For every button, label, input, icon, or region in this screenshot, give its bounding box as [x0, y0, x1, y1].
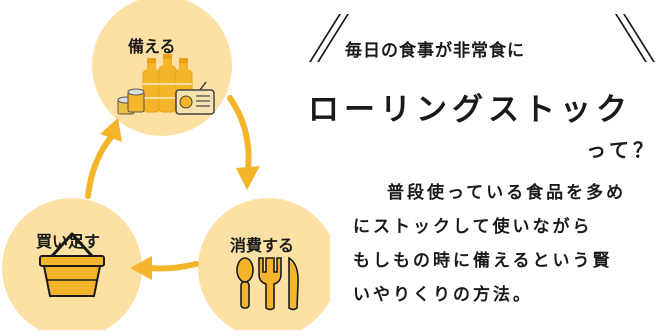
shopping-basket-icon: [39, 232, 105, 297]
page-title: ローリングストック: [308, 92, 632, 128]
water-bottles-cans-radio-icon: [117, 54, 215, 115]
cycle-graphic: [2, 0, 338, 336]
kicker-text: 毎日の食事が非常食に: [345, 41, 525, 61]
decorative-slash-right-2: [623, 14, 655, 62]
rolling-stock-cycle-diagram: 備える 消費する 買い足す: [0, 0, 338, 336]
arrow-prepare-to-consume: [227, 95, 260, 190]
description-line: 普段使っている食品を多め: [387, 183, 627, 203]
headline-block: 毎日の食事が非常食に ローリングストック って？: [300, 6, 658, 336]
description-line: にストックして使いながら: [353, 217, 593, 237]
step-consume-label: 消費する: [230, 236, 295, 255]
decorative-slash-left-2: [309, 14, 341, 62]
description-paragraph: 普段使っている食品を多め にストックして使いながら もしもの時に備えるという賢 …: [353, 176, 626, 312]
arrow-consume-to-buy: [130, 256, 199, 280]
cutlery-icon: [236, 256, 299, 311]
description-line: もしもの時に備えるという賢: [353, 251, 613, 271]
page-title-suffix: って？: [586, 138, 657, 162]
step-buy-label: 買い足す: [36, 232, 101, 251]
arrow-buy-to-prepare: [85, 118, 122, 199]
description-line: いやりくりの方法。: [353, 285, 533, 305]
step-prepare-label: 備える: [128, 37, 176, 56]
decorative-slash-right: [615, 14, 647, 62]
